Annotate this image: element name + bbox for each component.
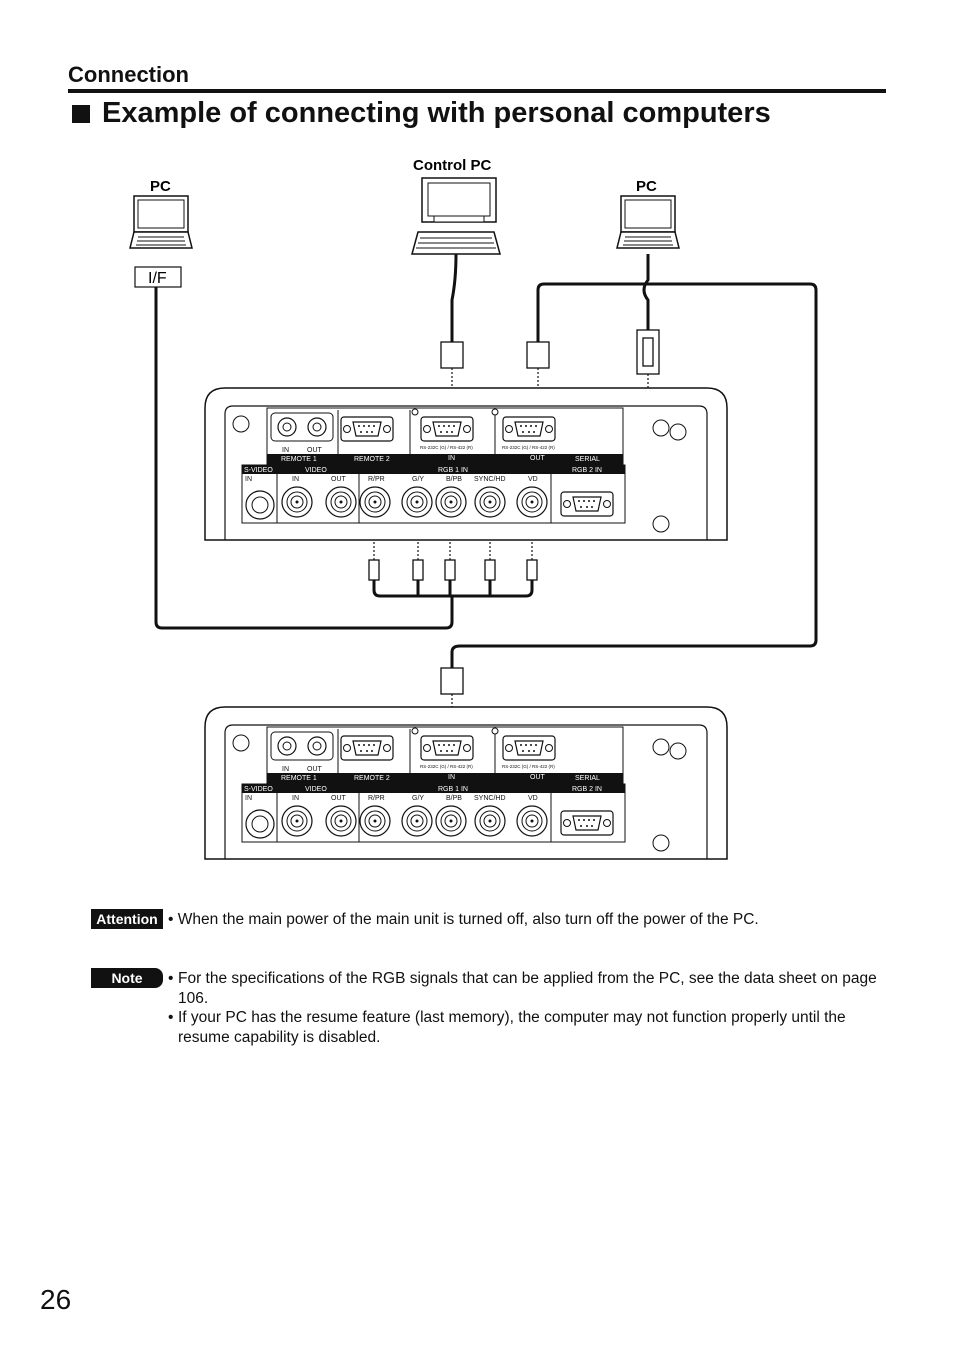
control-pc-label: Control PC xyxy=(413,157,491,174)
svg-text:S-VIDEO: S-VIDEO xyxy=(244,467,273,474)
section-rule xyxy=(68,89,886,93)
svg-text:IN: IN xyxy=(282,447,289,454)
svg-text:IN: IN xyxy=(245,476,252,483)
page-heading: Example of connecting with personal comp… xyxy=(72,97,771,130)
note-list: • For the specifications of the RGB sign… xyxy=(168,969,878,1047)
square-bullet-icon xyxy=(72,104,90,123)
svg-text:RGB 1 IN: RGB 1 IN xyxy=(438,467,468,474)
svg-text:RS-232C (G) / RS-422 (R): RS-232C (G) / RS-422 (R) xyxy=(502,445,555,450)
pc-right-icon xyxy=(616,195,680,249)
pc-left-label: PC xyxy=(150,178,171,195)
svg-text:RGB 1 IN: RGB 1 IN xyxy=(438,786,468,793)
svg-text:B/PB: B/PB xyxy=(446,795,462,802)
svg-text:IN: IN xyxy=(245,795,252,802)
svg-text:SYNC/HD: SYNC/HD xyxy=(474,795,506,802)
svg-text:SERIAL: SERIAL xyxy=(575,456,600,463)
svg-text:RS-232C (G) / RS-422 (R): RS-232C (G) / RS-422 (R) xyxy=(420,445,473,450)
attention-tag: Attention xyxy=(91,909,163,929)
svg-text:RGB 2 IN: RGB 2 IN xyxy=(572,786,602,793)
svg-text:IN: IN xyxy=(292,795,299,802)
svg-text:IN: IN xyxy=(448,774,455,781)
attention-text: • When the main power of the main unit i… xyxy=(168,911,759,928)
svg-text:R/PR: R/PR xyxy=(368,476,385,483)
projector-panel-main xyxy=(205,388,727,540)
bullet-icon: • xyxy=(168,970,174,987)
svg-text:VIDEO: VIDEO xyxy=(305,786,327,793)
bullet-icon: • xyxy=(168,1009,174,1026)
svg-text:OUT: OUT xyxy=(530,455,546,462)
svg-text:IN: IN xyxy=(448,455,455,462)
svg-text:S-VIDEO: S-VIDEO xyxy=(244,786,273,793)
interface-label: I/F xyxy=(148,270,167,287)
cables xyxy=(154,253,818,668)
svg-text:OUT: OUT xyxy=(530,774,546,781)
svg-text:REMOTE 2: REMOTE 2 xyxy=(354,775,390,782)
svg-text:OUT: OUT xyxy=(307,766,323,773)
svg-text:OUT: OUT xyxy=(331,795,347,802)
section-title: Connection xyxy=(68,62,189,87)
svg-text:REMOTE 1: REMOTE 1 xyxy=(281,775,317,782)
pc-left-icon xyxy=(129,195,193,249)
interface-box: I/F xyxy=(134,266,182,288)
svg-text:R/PR: R/PR xyxy=(368,795,385,802)
note-item: • For the specifications of the RGB sign… xyxy=(168,970,877,1007)
svg-text:SERIAL: SERIAL xyxy=(575,775,600,782)
svg-text:RS-232C (G) / RS-422 (R): RS-232C (G) / RS-422 (R) xyxy=(502,764,555,769)
svg-text:G/Y: G/Y xyxy=(412,795,424,802)
svg-text:G/Y: G/Y xyxy=(412,476,424,483)
svg-text:RS-232C (G) / RS-422 (R): RS-232C (G) / RS-422 (R) xyxy=(420,764,473,769)
svg-text:VIDEO: VIDEO xyxy=(305,467,327,474)
svg-text:VD: VD xyxy=(528,795,538,802)
connection-diagram: PC Control PC PC I/F xyxy=(129,157,818,900)
svg-text:IN: IN xyxy=(292,476,299,483)
svg-text:IN: IN xyxy=(282,766,289,773)
svg-text:REMOTE 1: REMOTE 1 xyxy=(281,456,317,463)
pc-right-label: PC xyxy=(636,178,657,195)
page-title: Example of connecting with personal comp… xyxy=(102,97,771,129)
svg-text:REMOTE 2: REMOTE 2 xyxy=(354,456,390,463)
svg-text:SYNC/HD: SYNC/HD xyxy=(474,476,506,483)
control-pc-icon xyxy=(411,177,501,255)
svg-text:OUT: OUT xyxy=(307,447,323,454)
svg-text:VD: VD xyxy=(528,476,538,483)
panel-labels-second: IN OUT REMOTE 1 REMOTE 2 IN OUT SERIAL R… xyxy=(244,764,602,802)
svg-text:OUT: OUT xyxy=(331,476,347,483)
page-number: 26 xyxy=(40,1284,72,1315)
note-tag: Note xyxy=(91,968,163,988)
projector-panel-second xyxy=(205,707,727,859)
note-item: • If your PC has the resume feature (las… xyxy=(168,1009,846,1046)
svg-text:RGB 2 IN: RGB 2 IN xyxy=(572,467,602,474)
svg-text:B/PB: B/PB xyxy=(446,476,462,483)
panel-labels-main: IN OUT REMOTE 1 REMOTE 2 IN OUT SERIAL R… xyxy=(244,445,602,483)
